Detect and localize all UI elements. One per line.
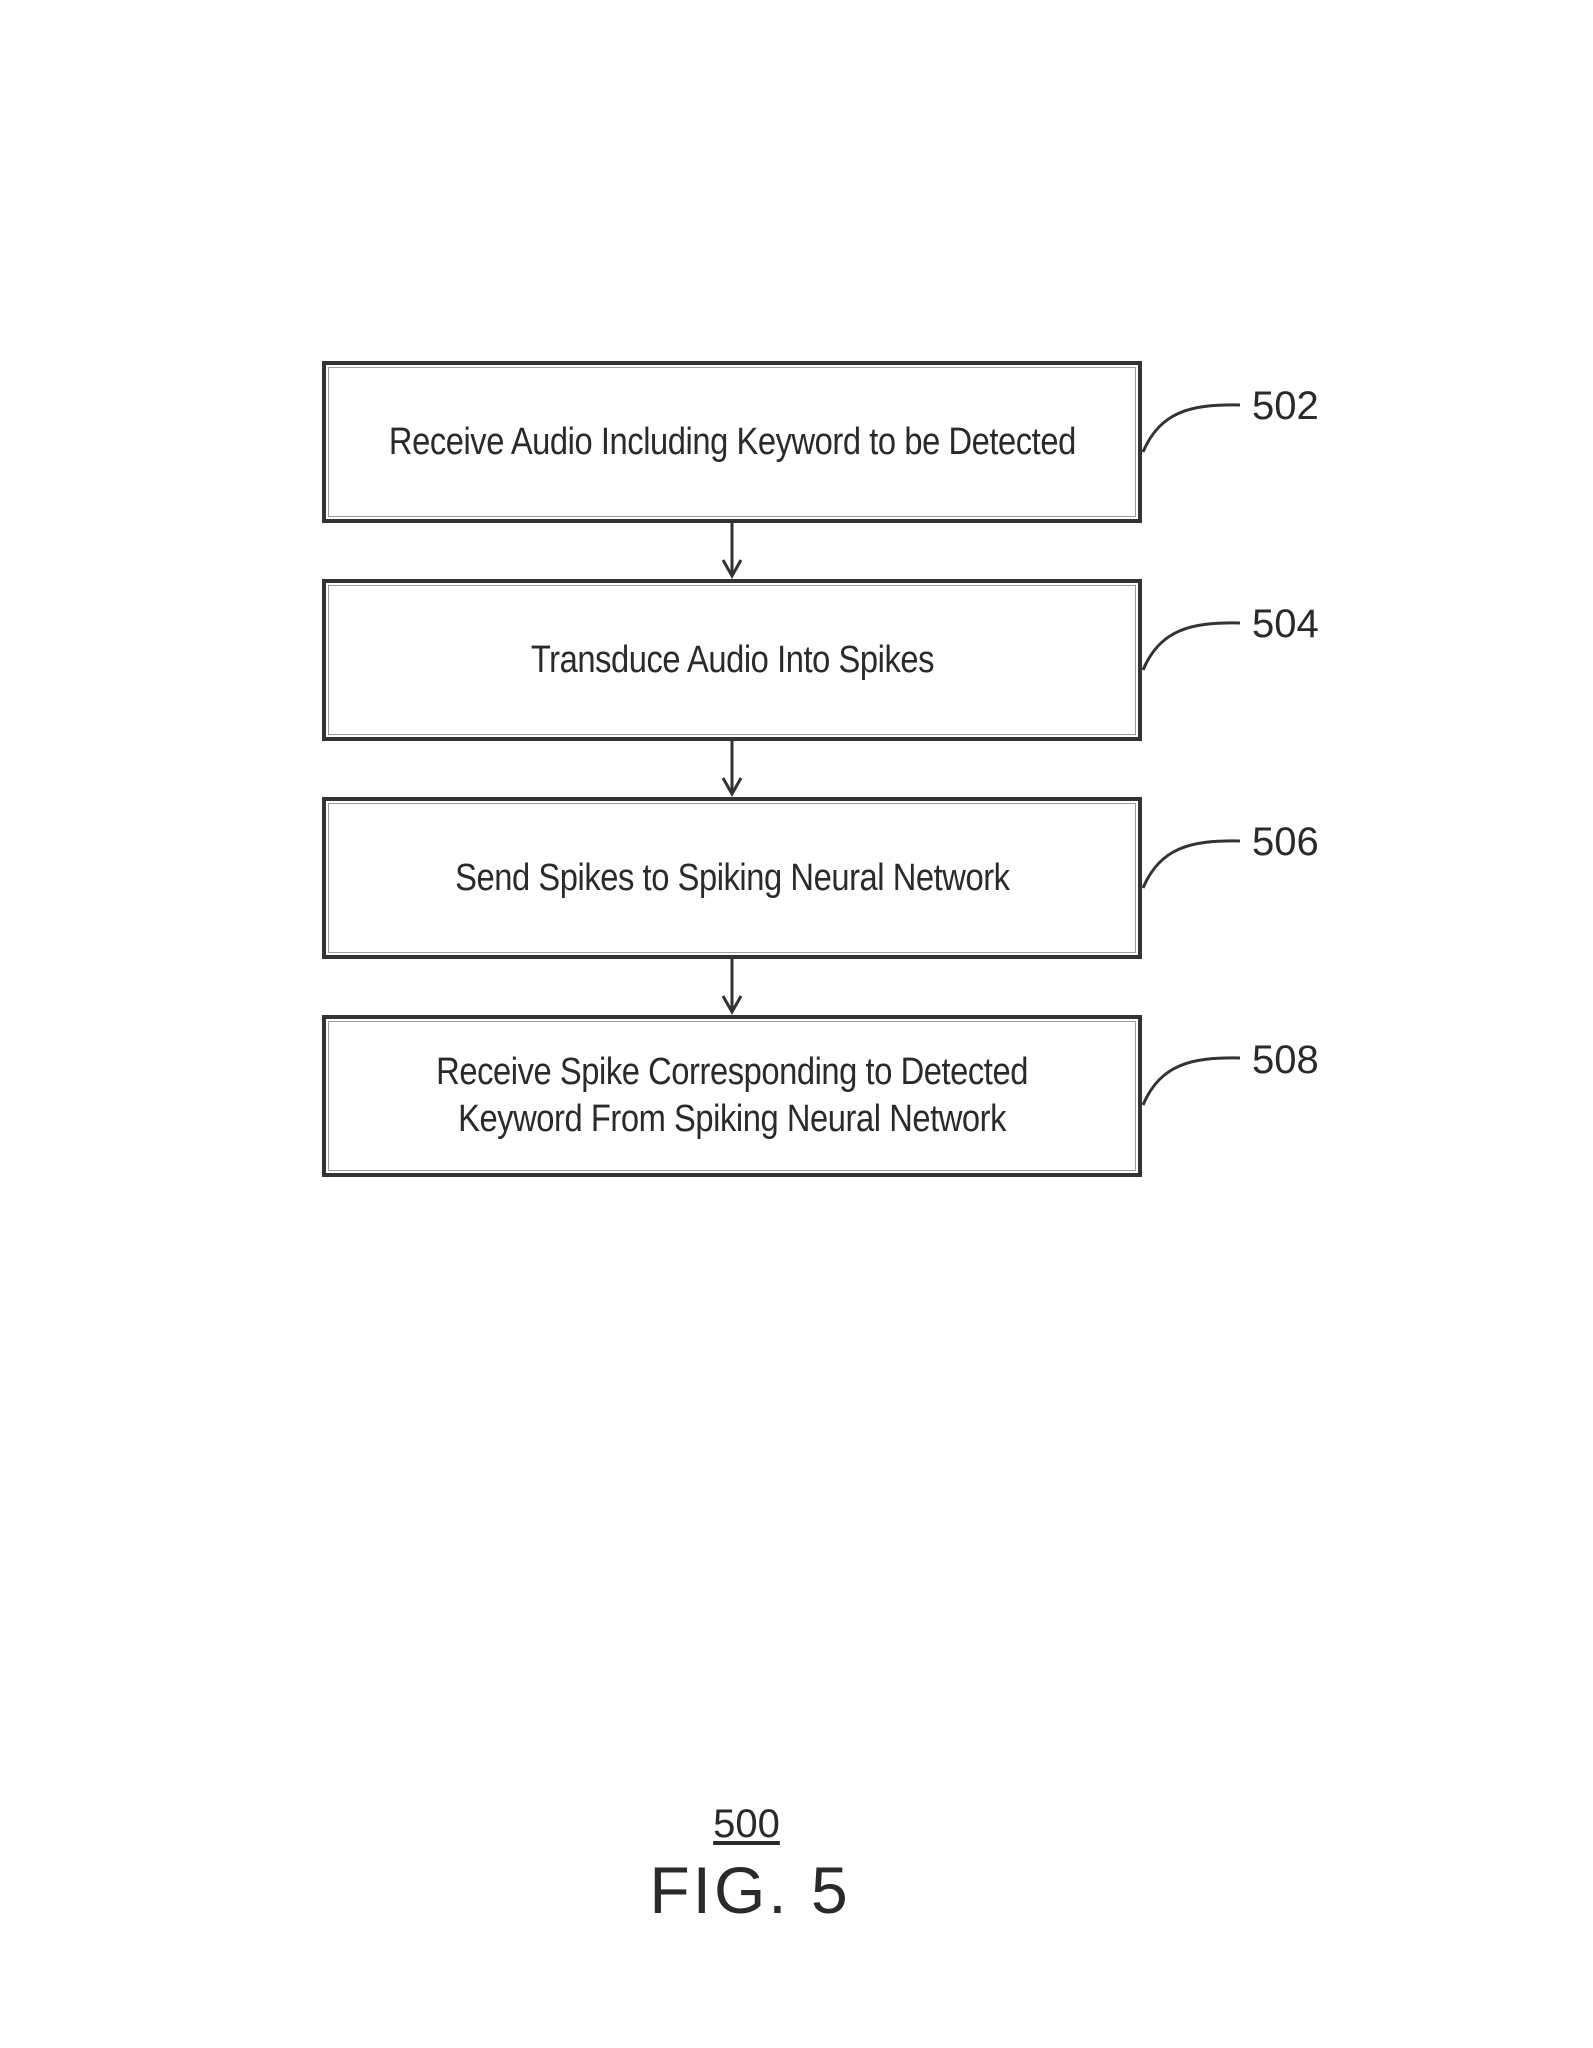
leader-line-506 <box>1141 839 1241 889</box>
step-box-504: Transduce Audio Into Spikes <box>322 579 1142 741</box>
flow-arrow-504-506 <box>721 741 743 798</box>
leader-line-508 <box>1141 1056 1241 1106</box>
step-box-502: Receive Audio Including Keyword to be De… <box>322 361 1142 523</box>
step-text-502: Receive Audio Including Keyword to be De… <box>388 420 1076 463</box>
step-text-508: Receive Spike Corresponding to Detected … <box>436 1051 1028 1140</box>
ref-label-506: 506 <box>1252 820 1319 864</box>
flow-arrow-506-508 <box>721 959 743 1016</box>
figure-number: 500 <box>713 1802 780 1846</box>
figure-title: FIG. 5 <box>649 1853 851 1927</box>
leader-line-504 <box>1141 621 1241 671</box>
step-text-504: Transduce Audio Into Spikes <box>530 638 934 681</box>
ref-label-504: 504 <box>1252 602 1319 646</box>
leader-line-502 <box>1141 403 1241 453</box>
step-box-506: Send Spikes to Spiking Neural Network <box>322 797 1142 959</box>
flow-arrow-502-504 <box>721 523 743 580</box>
ref-label-502: 502 <box>1252 384 1319 428</box>
step-box-508: Receive Spike Corresponding to Detected … <box>322 1015 1142 1177</box>
step-text-506: Send Spikes to Spiking Neural Network <box>454 856 1010 899</box>
ref-label-508: 508 <box>1252 1038 1319 1082</box>
